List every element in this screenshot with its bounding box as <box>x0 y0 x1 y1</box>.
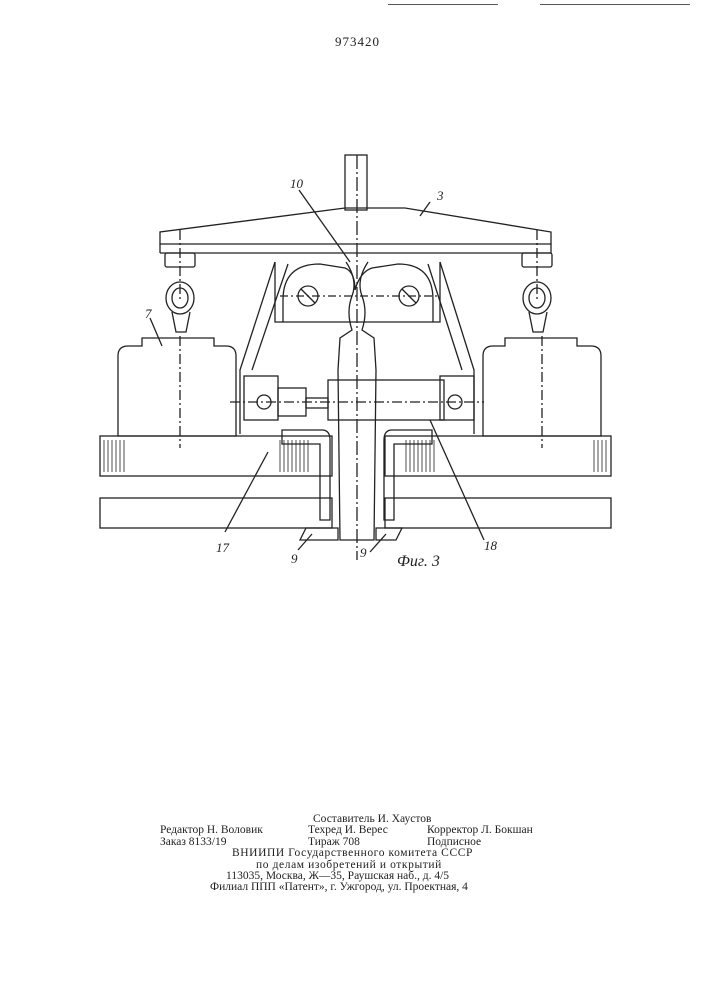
right-jaw <box>384 430 432 520</box>
left-clamp <box>244 376 278 420</box>
imprint-corrector: Корректор Л. Бокшан <box>427 824 533 836</box>
label-18: 18 <box>484 538 498 553</box>
crossbeam <box>160 208 551 244</box>
hydraulic-cylinder <box>328 380 444 420</box>
left-weight <box>118 338 236 436</box>
left-base <box>100 498 332 528</box>
imprint-techred: Техред И. Верес <box>308 824 388 836</box>
label-3: 3 <box>436 188 444 203</box>
imprint-editor: Редактор Н. Воловик <box>160 824 263 836</box>
label-9-right: 9 <box>360 545 367 560</box>
label-9-left: 9 <box>291 551 298 566</box>
mechanical-drawing-fig3: 3 10 7 17 9 9 18 Фиг. 3 <box>0 0 707 620</box>
central-shaft <box>345 155 367 210</box>
right-clamp <box>440 376 474 420</box>
left-knife <box>300 528 338 540</box>
label-7: 7 <box>145 306 152 321</box>
right-knife <box>376 528 402 540</box>
left-jaw <box>282 430 330 520</box>
imprint-branch: Филиал ППП «Патент», г. Ужгород, ул. Про… <box>210 881 468 893</box>
imprint-org-line1: ВНИИПИ Государственного комитета СССР <box>232 847 473 859</box>
label-10: 10 <box>290 176 304 191</box>
imprint-order: Заказ 8133/19 <box>160 836 227 848</box>
figure-caption: Фиг. 3 <box>397 553 440 570</box>
left-frame <box>240 262 275 434</box>
right-plate <box>385 436 611 476</box>
right-base <box>385 498 611 528</box>
label-17: 17 <box>216 540 230 555</box>
left-plate <box>100 436 332 476</box>
